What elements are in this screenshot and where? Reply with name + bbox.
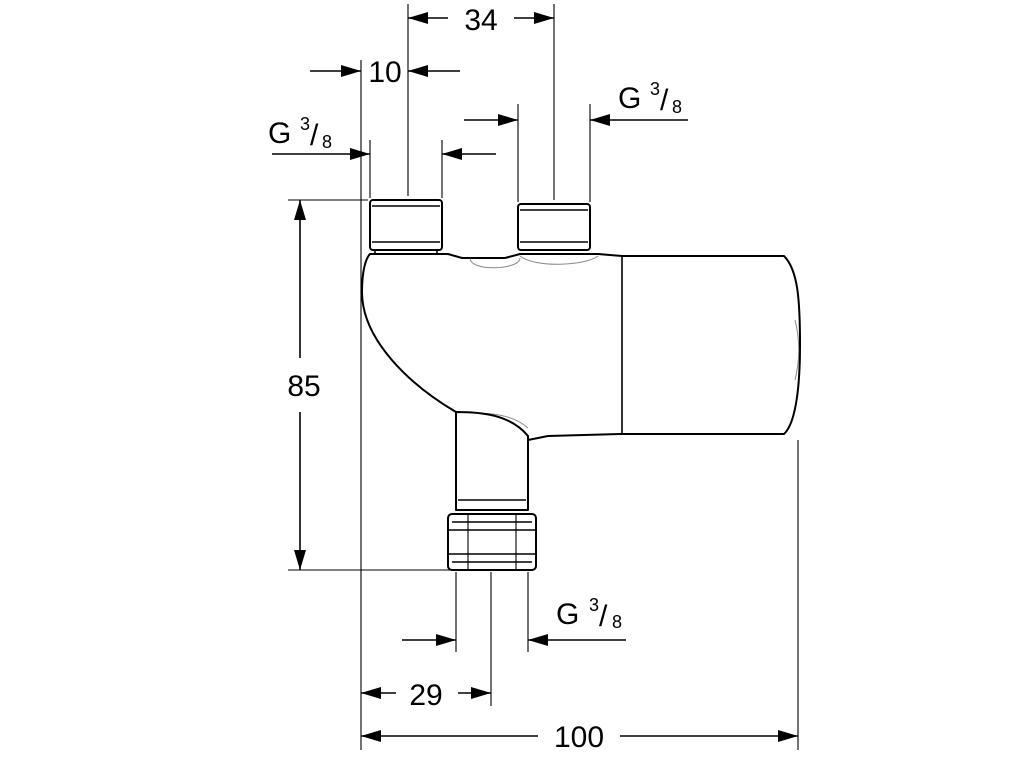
- thread-slash: /: [310, 119, 319, 152]
- thread-left-inlet: G 3 / 8: [268, 114, 496, 160]
- thread-letter: G: [268, 117, 291, 150]
- dim-label-29: 29: [409, 679, 442, 712]
- dimension-29: 29: [361, 679, 491, 712]
- valve-body: [361, 253, 801, 511]
- thread-denominator: 8: [322, 132, 332, 152]
- thread-outlet: G 3 / 8: [402, 595, 626, 646]
- thread-denominator: 8: [672, 97, 682, 117]
- left-inlet-connector: [369, 199, 443, 254]
- thread-denominator: 8: [612, 612, 622, 632]
- dim-label-10: 10: [368, 56, 401, 89]
- dim-label-100: 100: [554, 721, 604, 754]
- right-inlet-connector: [517, 203, 591, 251]
- dimension-100: 100: [361, 721, 798, 754]
- dimension-10: 10: [310, 56, 460, 89]
- outlet-nut: [447, 513, 537, 571]
- thread-numerator: 3: [650, 79, 660, 99]
- thread-numerator: 3: [300, 114, 310, 134]
- thread-right-inlet: G 3 / 8: [464, 79, 688, 126]
- dim-label-34: 34: [464, 4, 497, 37]
- thread-letter: G: [618, 82, 641, 115]
- thread-slash: /: [599, 600, 608, 633]
- dimension-34: 34: [408, 4, 554, 37]
- dim-label-85: 85: [287, 370, 320, 403]
- thread-letter: G: [556, 598, 579, 631]
- thread-numerator: 3: [589, 595, 599, 615]
- dimension-85: 85: [287, 200, 321, 570]
- thread-slash: /: [660, 84, 669, 117]
